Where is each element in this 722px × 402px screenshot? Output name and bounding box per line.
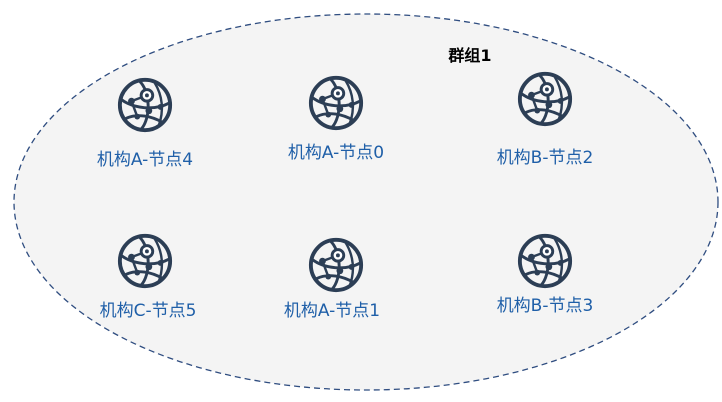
- group-ellipse: [13, 13, 719, 391]
- node-label: 机构A-节点1: [284, 301, 380, 321]
- node-label: 机构A-节点0: [288, 143, 384, 163]
- node-1: 机构A-节点4: [97, 77, 193, 170]
- node-2: 机构A-节点0: [288, 75, 384, 163]
- group-label: 群组1: [448, 46, 491, 65]
- node-label: 机构C-节点5: [100, 301, 197, 321]
- node-label: 机构B-节点2: [497, 148, 594, 168]
- node-4: 机构C-节点5: [100, 233, 197, 321]
- node-3: 机构B-节点2: [497, 71, 594, 168]
- node-6: 机构B-节点3: [497, 233, 594, 316]
- node-5: 机构A-节点1: [284, 237, 380, 321]
- node-label: 机构A-节点4: [97, 150, 193, 170]
- node-label: 机构B-节点3: [497, 296, 594, 316]
- nodes-layer: 机构A-节点4 机构A-节点0 机构B-节点2 机构C-节点5 机构A-节点1 机构B-节…: [97, 71, 594, 321]
